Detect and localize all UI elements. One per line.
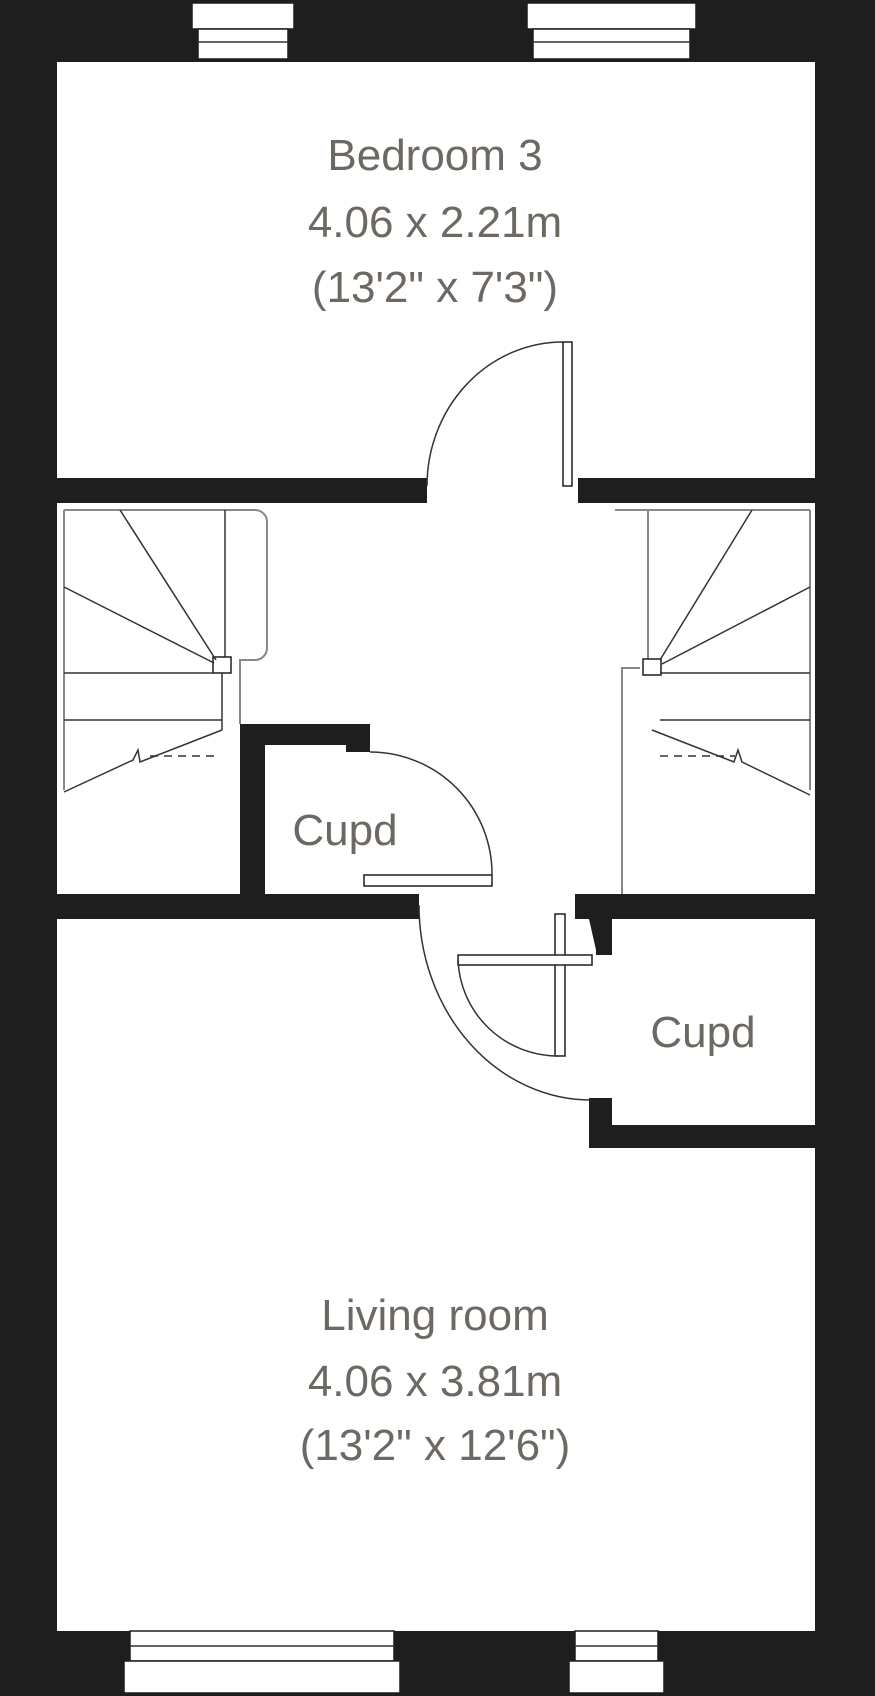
wall-living-right — [575, 894, 815, 919]
room-name: Bedroom 3 — [327, 131, 542, 180]
window-top-left — [191, 2, 295, 60]
room-imperial-size: (13'2" x 12'6") — [300, 1421, 571, 1470]
staircase-left — [63, 509, 268, 793]
room-metric-size: 4.06 x 2.21m — [308, 198, 562, 247]
wall-cupboard-right-lower — [589, 1098, 815, 1148]
bedroom-door[interactable] — [426, 341, 573, 487]
wall-living-left — [57, 894, 419, 919]
wall-cupboard-right — [589, 919, 612, 955]
bedroom-3-label: Bedroom 3 4.06 x 2.21m (13'2" x 7'3") — [308, 131, 562, 312]
window-bottom-left — [123, 1630, 401, 1694]
living-room-label: Living room 4.06 x 3.81m (13'2" x 12'6") — [300, 1291, 571, 1470]
cupboard-left-door[interactable] — [363, 751, 493, 887]
window-top-right — [526, 2, 697, 60]
cupboard-right-label: Cupd — [650, 1008, 755, 1057]
cupboard-right-door[interactable] — [457, 913, 593, 1057]
staircase-right — [615, 509, 811, 894]
room-imperial-size: (13'2" x 7'3") — [312, 263, 558, 312]
room-metric-size: 4.06 x 3.81m — [308, 1357, 562, 1406]
wall-cupboard-left — [240, 724, 370, 894]
living-room-door[interactable] — [418, 904, 592, 1101]
window-bottom-right — [568, 1630, 665, 1694]
cupboard-left-label: Cupd — [292, 806, 397, 855]
wall-bedroom-right — [578, 478, 815, 503]
room-name: Living room — [321, 1291, 548, 1340]
wall-bedroom-left — [57, 478, 427, 503]
